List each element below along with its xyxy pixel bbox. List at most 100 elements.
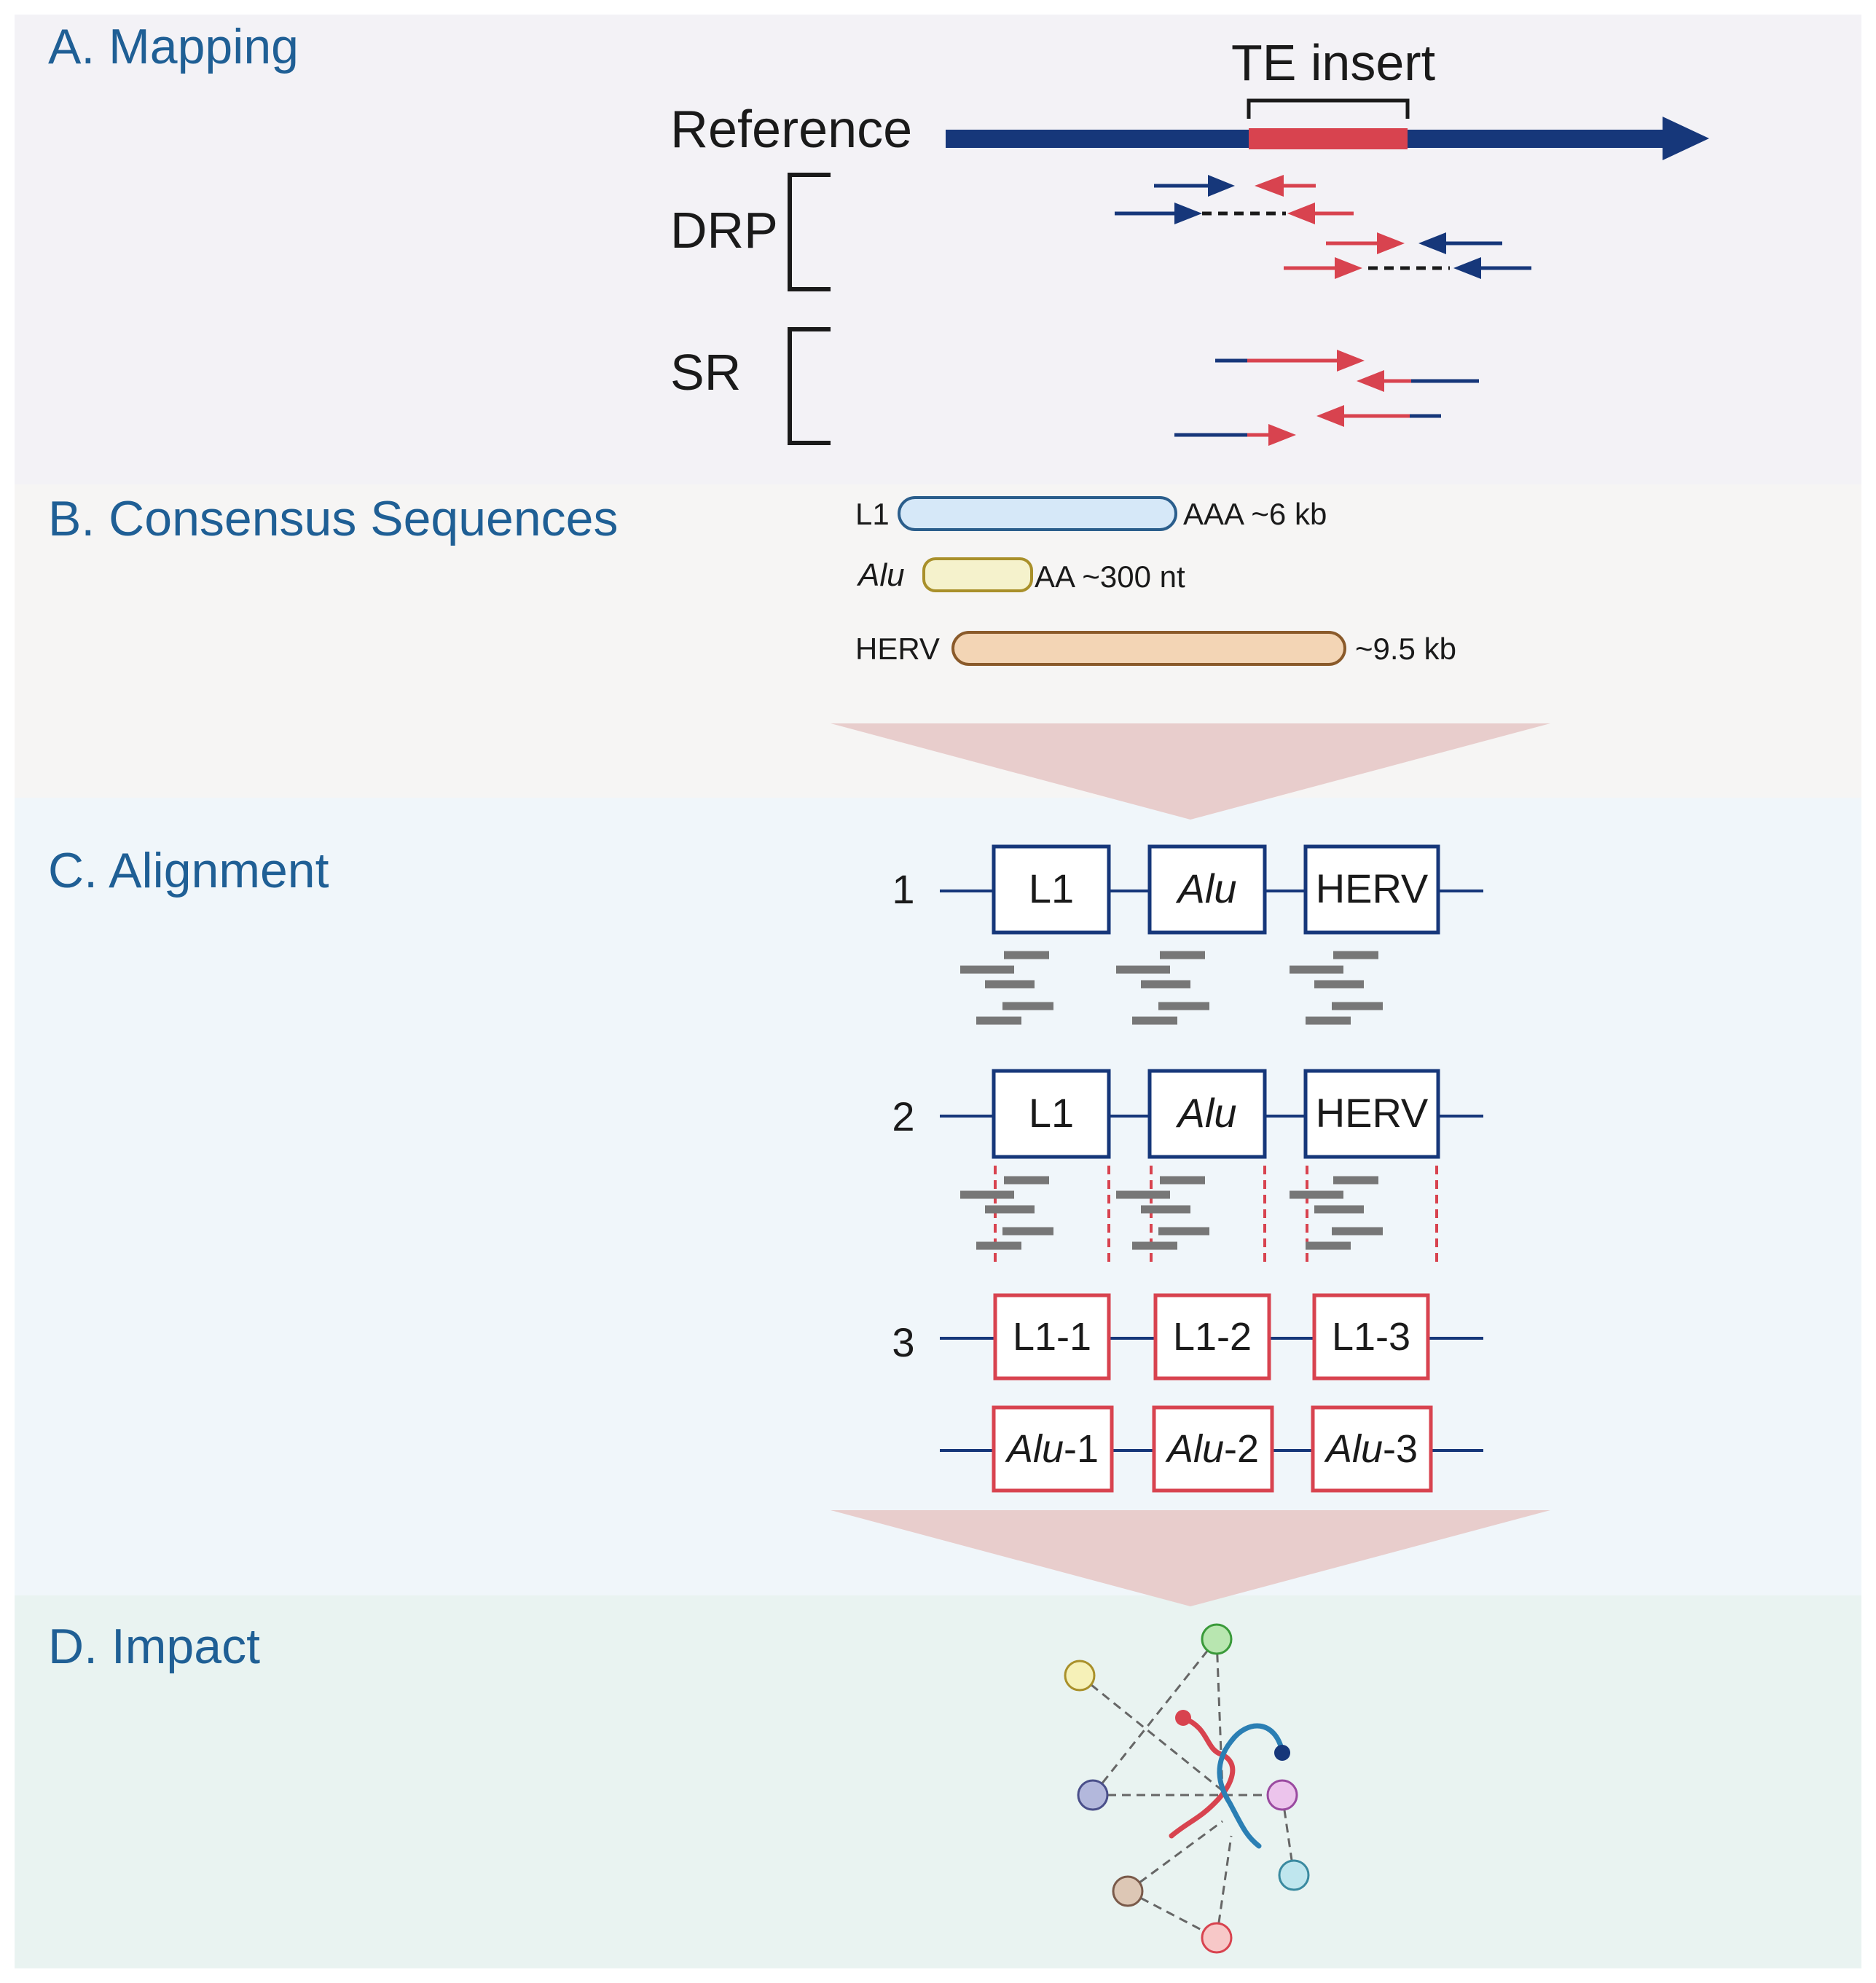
impact-network (1064, 1623, 1310, 1954)
row-1-box-l1 (992, 844, 1111, 935)
alu-suffix: -1 (1064, 1427, 1099, 1471)
row-4-box-alu-3-label: Alu-3 (1324, 1427, 1418, 1471)
alu-name: Alu (1324, 1427, 1383, 1471)
funnel-arrow-b-to-c (831, 723, 1550, 820)
split-read-arrowhead (1357, 370, 1384, 392)
herv-consensus-suffix: ~9.5 kb (1355, 632, 1456, 666)
row-4-box-alu-1 (992, 1405, 1114, 1493)
split-read-arrowhead (1316, 405, 1344, 427)
network-edges (1079, 1638, 1295, 1939)
row-1-reads (960, 951, 1383, 1025)
row-2-box-alu-label: Alu (1176, 1090, 1237, 1136)
split-read-arrowhead (1337, 350, 1365, 372)
section-b-title: B. Consensus Sequences (48, 491, 619, 546)
alu-suffix: -3 (1383, 1427, 1418, 1471)
split-read-arrowhead (1268, 424, 1296, 446)
dna-strand-end-blue (1274, 1745, 1290, 1761)
row-1-box-herv-label: HERV (1316, 865, 1429, 911)
te-insert-label: TE insert (1231, 34, 1435, 91)
row-2-box-l1-label: L1 (1029, 1090, 1074, 1136)
dna-strand-end-red (1175, 1710, 1191, 1726)
drp-bracket (788, 173, 831, 291)
drp-read-arrowhead (1418, 232, 1446, 254)
alu-consensus-bar (922, 557, 1033, 592)
te-insert-region (1249, 128, 1408, 149)
network-node-pink (1201, 1922, 1233, 1954)
row-3-box-l1-3-label: L1-3 (1332, 1315, 1410, 1359)
row-2-number: 2 (892, 1093, 914, 1139)
network-edge (1127, 1820, 1223, 1893)
network-node-yellow (1064, 1660, 1096, 1692)
network-node-indigo (1077, 1779, 1109, 1811)
drp-label: DRP (670, 202, 778, 259)
row-1-box-herv (1303, 844, 1440, 935)
drp-reads (1115, 175, 1531, 279)
section-d-title: D. Impact (48, 1619, 260, 1674)
row-3-box-l1-1 (993, 1293, 1111, 1381)
drp-read-arrowhead (1174, 203, 1202, 224)
network-edge (1127, 1890, 1217, 1939)
row-2-box-herv-label: HERV (1316, 1090, 1429, 1136)
row-4-box-alu-2-label: Alu-2 (1165, 1427, 1259, 1471)
row-1-box-l1-label: L1 (1029, 865, 1074, 911)
row-4-box-alu-3 (1311, 1405, 1433, 1493)
row-3-box-l1-3 (1312, 1293, 1430, 1381)
section-d-background (15, 1595, 1861, 1968)
network-node-purple (1266, 1779, 1298, 1811)
l1-consensus-name: L1 (855, 497, 890, 531)
alu-name: Alu (1165, 1427, 1224, 1471)
row-4-box-alu-1-label: Alu-1 (1005, 1427, 1099, 1471)
drp-read-arrowhead (1287, 203, 1315, 224)
row-3-box-l1-2 (1153, 1293, 1271, 1381)
reference-arrowhead (1663, 117, 1709, 160)
row-3-number: 3 (892, 1319, 914, 1365)
funnel-arrow-c-to-d (831, 1510, 1550, 1606)
row-2-box-l1 (992, 1069, 1111, 1159)
sr-label: SR (670, 344, 741, 401)
row-4-box-alu-2 (1152, 1405, 1274, 1493)
row-3-box-l1-2-label: L1-2 (1173, 1315, 1252, 1359)
row-2-box-herv (1303, 1069, 1440, 1159)
dna-strand-red (1169, 1715, 1236, 1839)
network-node-green (1201, 1623, 1233, 1655)
drp-read-arrowhead (1255, 175, 1284, 197)
section-c-title: C. Alignment (48, 843, 329, 898)
row-1-box-alu-label: Alu (1176, 865, 1237, 911)
row-1-box-alu (1147, 844, 1267, 935)
l1-consensus-suffix: AAA ~6 kb (1183, 497, 1327, 531)
herv-consensus-name: HERV (855, 632, 940, 666)
network-node-brown (1112, 1875, 1144, 1907)
te-insert-bracket (1247, 98, 1410, 119)
dna-strand-blue (1217, 1723, 1285, 1849)
network-node-cyan (1278, 1859, 1310, 1891)
alu-consensus-suffix: AA ~300 nt (1035, 559, 1185, 594)
sr-bracket (788, 327, 831, 445)
drp-read-arrowhead (1335, 257, 1362, 279)
alu-consensus-name: Alu (856, 557, 905, 593)
row-2-reads (960, 1176, 1383, 1250)
network-edge (1091, 1638, 1218, 1796)
alu-suffix: -2 (1224, 1427, 1259, 1471)
drp-read-arrowhead (1453, 257, 1481, 279)
row-1-number: 1 (892, 866, 914, 912)
section-a-title: A. Mapping (48, 19, 299, 74)
consensus-panel: L1 AAA ~6 kb Alu AA ~300 nt HERV ~9.5 kb (855, 496, 1456, 666)
network-nodes (1064, 1623, 1310, 1954)
herv-consensus-bar (951, 631, 1346, 666)
reference-label: Reference (670, 101, 912, 159)
row-2-box-alu (1147, 1069, 1267, 1159)
network-edge (1215, 1638, 1224, 1791)
section-a-background (15, 15, 1861, 484)
l1-consensus-bar (898, 496, 1177, 531)
dna-helix-icon (1169, 1710, 1290, 1849)
alignment-panel: 1 L1 Alu HERV 2 L1 (892, 844, 1483, 1493)
network-edge (1215, 1835, 1233, 1939)
section-c-background (15, 798, 1861, 1595)
row-3-box-l1-1-label: L1-1 (1013, 1315, 1091, 1359)
network-edge (1079, 1674, 1223, 1792)
alu-name: Alu (1005, 1427, 1064, 1471)
drp-read-arrowhead (1208, 175, 1235, 197)
mapping-panel: TE insert Reference DRP SR (670, 34, 1709, 446)
split-reads (1174, 350, 1479, 446)
